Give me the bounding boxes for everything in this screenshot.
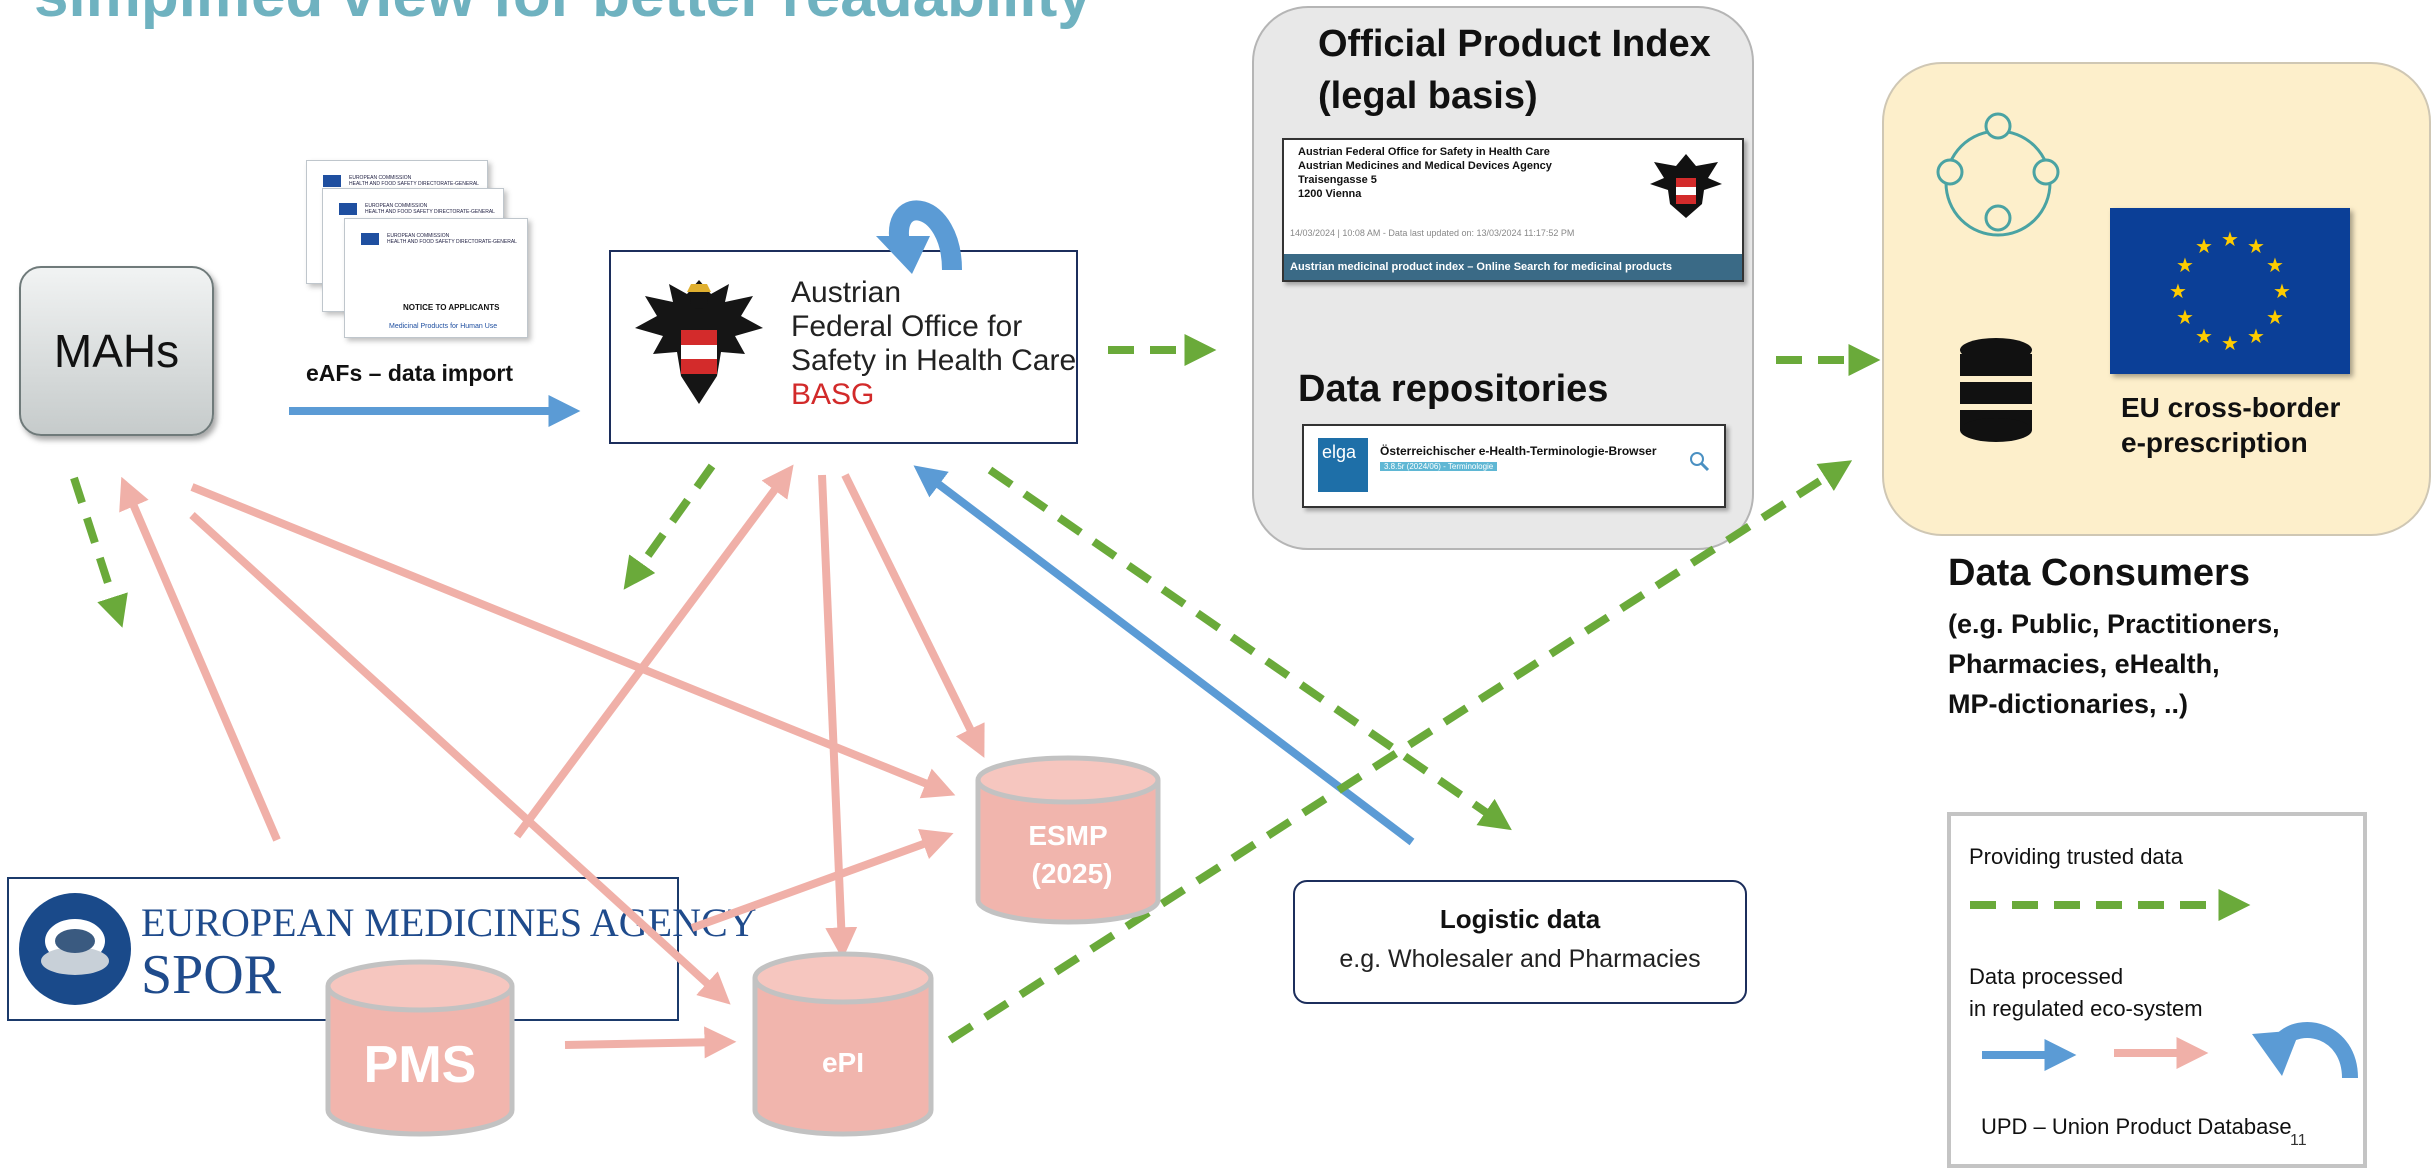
arrow-basg-to-esmp xyxy=(841,473,985,758)
arrow-mahs-down xyxy=(70,476,128,628)
basg-line3: Safety in Health Care xyxy=(791,344,1077,377)
legend-processed-line1: Data processed xyxy=(1969,964,2124,989)
arrow-spor-to-esmp xyxy=(690,828,954,932)
dc-sub-line1: (e.g. Public, Practitioners, xyxy=(1948,609,2280,639)
eu-star: ★ xyxy=(2221,333,2239,355)
legend-u-turn-arrowhead xyxy=(2252,1030,2300,1076)
basg-abbr: BASG xyxy=(791,378,875,411)
eu-star: ★ xyxy=(2176,307,2194,329)
ema-logo-icon xyxy=(19,893,131,1005)
esmp-line2: (2025) xyxy=(1032,858,1113,889)
data-consumers-title: Data Consumers xyxy=(1948,552,2250,594)
eu-flag-icon xyxy=(361,233,379,245)
logistic-data-box: Logistic data e.g. Wholesaler and Pharma… xyxy=(1293,880,1747,1004)
arrow-basg-to-logistic xyxy=(987,466,1512,831)
epi-label: ePI xyxy=(822,1047,864,1078)
page-title: simplified view for better readability xyxy=(34,0,1092,31)
official-product-index-title: Official Product Index (legal basis) xyxy=(1318,18,1711,122)
elga-logo-text: elga xyxy=(1322,442,1357,462)
legend-processed-line2: in regulated eco-system xyxy=(1969,996,2203,1021)
arrow-mahs-to-esmp xyxy=(190,483,956,799)
legend-trusted-label: Providing trusted data xyxy=(1969,844,2184,869)
arrow-logistic-to-basg xyxy=(913,465,1415,846)
eaf-product-line: Medicinal Products for Human Use xyxy=(389,323,498,330)
eu-label-line2: e-prescription xyxy=(2121,427,2308,458)
eu-cross-border-label: EU cross-border e-prescription xyxy=(2121,390,2340,460)
eaf-doc-header: EUROPEAN COMMISSION HEALTH AND FOOD SAFE… xyxy=(349,175,479,187)
eu-flag-icon xyxy=(339,203,357,215)
epi-database xyxy=(752,951,934,1137)
eu-star: ★ xyxy=(2169,281,2187,303)
arrow-mahs-to-epi xyxy=(189,512,731,1005)
eu-flag-icon xyxy=(323,175,341,187)
eafs-data-import-label: eAFs – data import xyxy=(306,360,514,386)
eu-star: ★ xyxy=(2273,281,2291,303)
data-consumers-examples: (e.g. Public, Practitioners, Pharmacies,… xyxy=(1948,604,2280,724)
page-number: 11 xyxy=(2290,1132,2307,1149)
u-turn-arrow-icon xyxy=(888,200,962,271)
elga-version-tag: 3.8.5r (2024/06) - Terminologie xyxy=(1380,462,1498,471)
elga-browser-title: Österreichischer e-Health-Terminologie-B… xyxy=(1380,444,1657,458)
eu-stars: ★★★★★★★★★★★★ xyxy=(2169,229,2291,355)
eu-star: ★ xyxy=(2247,326,2265,348)
logistic-subtitle: e.g. Wholesaler and Pharmacies xyxy=(1339,945,1701,973)
arrow-spor-to-basg xyxy=(513,464,794,839)
elga-logo xyxy=(1318,438,1368,492)
opi-shot-line1: Austrian Federal Office for Safety in He… xyxy=(1298,146,1550,158)
arrow-basg-to-repositories xyxy=(623,463,716,590)
eaf-doc-header: EUROPEAN COMMISSION HEALTH AND FOOD SAFE… xyxy=(387,233,517,245)
mahs-box: MAHs xyxy=(19,266,214,436)
opi-shot-line3: Traisengasse 5 xyxy=(1298,174,1377,186)
opi-shot-bar: Austrian medicinal product index – Onlin… xyxy=(1284,254,1742,280)
arrow-basg-to-epi xyxy=(818,474,858,960)
opi-title-line2: (legal basis) xyxy=(1318,75,1538,117)
basg-line2: Federal Office for xyxy=(791,310,1023,343)
opi-title-line1: Official Product Index xyxy=(1318,23,1711,65)
database-icon xyxy=(1960,338,2032,442)
people-network-icon xyxy=(1936,112,2060,237)
elga-terminology-screenshot: elga Österreichischer e-Health-Terminolo… xyxy=(1302,424,1726,508)
eagle-icon xyxy=(1650,154,1722,218)
eu-star: ★ xyxy=(2195,236,2213,258)
eaf-notice: NOTICE TO APPLICANTS xyxy=(403,303,500,312)
eu-star: ★ xyxy=(2195,326,2213,348)
eu-star: ★ xyxy=(2266,307,2284,329)
eaf-doc-header: EUROPEAN COMMISSION HEALTH AND FOOD SAFE… xyxy=(365,203,495,215)
pms-label: PMS xyxy=(364,1036,477,1094)
eagle-icon xyxy=(635,280,763,404)
eaf-document-front: EUROPEAN COMMISSION HEALTH AND FOOD SAFE… xyxy=(344,218,528,338)
eu-star: ★ xyxy=(2266,255,2284,277)
eu-star: ★ xyxy=(2221,229,2239,251)
logistic-title: Logistic data xyxy=(1439,904,1601,934)
dc-sub-line2: Pharmacies, eHealth, xyxy=(1948,649,2220,679)
product-index-screenshot: Austrian Federal Office for Safety in He… xyxy=(1282,138,1744,282)
arrow-spor-to-mahs xyxy=(119,476,281,842)
legend-upd-label: UPD – Union Product Database xyxy=(1981,1114,2292,1139)
basg-box: Austrian Federal Office for Safety in He… xyxy=(609,250,1078,444)
arrow-epi-to-consumers xyxy=(947,460,1853,1044)
basg-line1: Austrian xyxy=(791,276,902,309)
opi-shot-line4: 1200 Vienna xyxy=(1298,188,1362,200)
eu-star: ★ xyxy=(2247,236,2265,258)
esmp-line1: ESMP xyxy=(1028,820,1107,851)
eu-flag-icon: ★★★★★★★★★★★★ xyxy=(2110,208,2350,374)
pms-database xyxy=(325,959,515,1137)
dc-sub-line3: MP-dictionaries, ..) xyxy=(1948,689,2189,719)
search-icon xyxy=(1690,452,1710,472)
opi-shot-line2: Austrian Medicines and Medical Devices A… xyxy=(1298,160,1552,172)
data-repositories-title: Data repositories xyxy=(1298,368,1609,410)
esmp-database xyxy=(975,755,1161,925)
arrow-pms-to-epi xyxy=(564,1026,737,1059)
legend-box: Providing trusted data Data processed in… xyxy=(1947,812,2367,1168)
eu-star: ★ xyxy=(2176,255,2194,277)
u-turn-arrowhead xyxy=(876,236,930,274)
ema-spor: SPOR xyxy=(141,944,282,1006)
eu-label-line1: EU cross-border xyxy=(2121,392,2341,423)
opi-shot-date: 14/03/2024 | 10:08 AM - Data last update… xyxy=(1290,228,1575,238)
